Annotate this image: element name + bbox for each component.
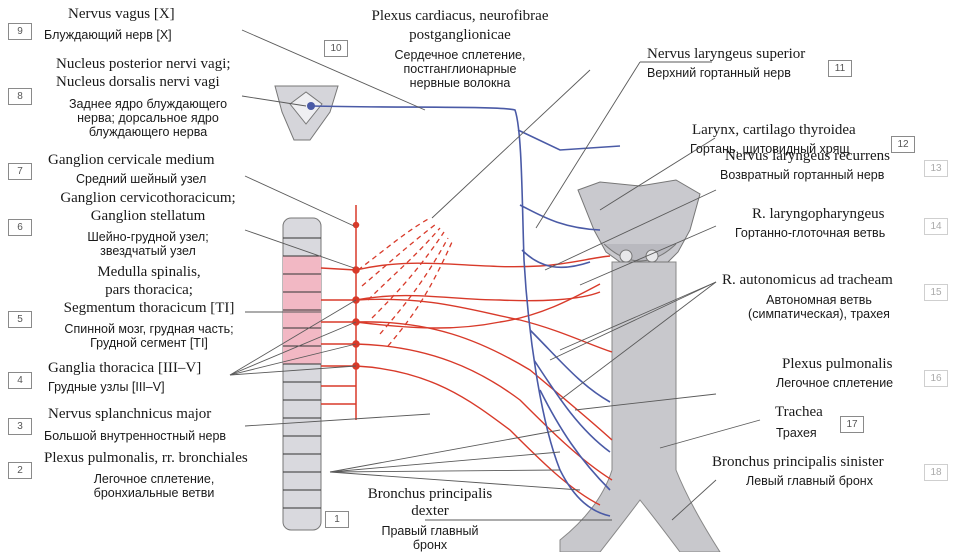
num-3: 3 — [8, 418, 32, 435]
brainstem-section — [275, 86, 338, 140]
num-1: 1 — [325, 511, 349, 528]
label-10-latin-2: postganglionicae — [340, 27, 580, 44]
label-2-russian-2: бронхиальные ветви — [44, 486, 264, 500]
label-4-russian: Грудные узлы [III–V] — [48, 380, 165, 394]
spinal-cord — [283, 218, 321, 530]
num-14: 14 — [924, 218, 948, 235]
label-8-latin-1: Nucleus posterior nervi vagi; — [56, 56, 231, 73]
label-10-russian-1: Сердечное сплетение, — [340, 48, 580, 62]
label-6-russian-1: Шейно-грудной узел; — [48, 230, 248, 244]
num-4: 4 — [8, 372, 32, 389]
label-8-latin-2: Nucleus dorsalis nervi vagi — [56, 74, 220, 91]
larynx — [578, 180, 700, 262]
label-5-russian-2: Грудной сегмент [TI] — [44, 336, 254, 350]
label-18-latin: Bronchus principalis sinister — [712, 454, 916, 471]
label-5-latin-1: Medulla spinalis, — [44, 264, 254, 281]
num-5: 5 — [8, 311, 32, 328]
label-13-russian: Возвратный гортанный нерв — [720, 168, 915, 182]
num-9: 9 — [8, 23, 32, 40]
num-11: 11 — [828, 60, 852, 77]
num-18: 18 — [924, 464, 948, 481]
label-1-latin-2: dexter — [350, 503, 510, 520]
num-13: 13 — [924, 160, 948, 177]
label-1-latin-1: Bronchus principalis — [350, 486, 510, 503]
label-6-russian-2: звездчатый узел — [48, 244, 248, 258]
label-1-russian-2: бронх — [350, 538, 510, 552]
label-6-latin-2: Ganglion stellatum — [48, 208, 248, 225]
label-3-latin: Nervus splanchnicus major — [48, 406, 211, 423]
num-17: 17 — [840, 416, 864, 433]
sympathetic-trunk — [321, 205, 359, 420]
label-5-latin-2: pars thoracica; — [44, 282, 254, 299]
label-5-russian-1: Спинной мозг, грудная часть; — [44, 322, 254, 336]
label-10-latin-1: Plexus cardiacus, neurofibrae — [340, 8, 580, 25]
label-11-russian: Верхний гортанный нерв — [647, 66, 791, 80]
num-8: 8 — [8, 88, 32, 105]
label-5-latin-3: Segmentum thoracicum [TI] — [44, 300, 254, 317]
label-16-latin: Plexus pulmonalis — [782, 356, 916, 373]
label-3-russian: Большой внутренностный нерв — [44, 429, 226, 443]
label-9-russian: Блуждающий нерв [X] — [44, 28, 172, 42]
sympathetic-fibers — [356, 256, 612, 505]
label-2-russian-1: Легочное сплетение, — [44, 472, 264, 486]
label-7-latin: Ganglion cervicale medium — [48, 152, 215, 169]
label-16-russian: Легочное сплетение — [776, 376, 916, 390]
label-2-latin: Plexus pulmonalis, rr. bronchiales — [44, 450, 248, 467]
label-12-latin: Larynx, cartilago thyroidea — [692, 122, 856, 139]
label-15-russian-1: Автономная ветвь — [722, 293, 916, 307]
label-1-russian-1: Правый главный — [350, 524, 510, 538]
label-14-latin: R. laryngopharyngeus — [752, 206, 884, 223]
num-7: 7 — [8, 163, 32, 180]
num-2: 2 — [8, 462, 32, 479]
label-17-latin: Trachea — [775, 404, 823, 421]
num-6: 6 — [8, 219, 32, 236]
label-10-russian-2: постганглионарные — [340, 62, 580, 76]
label-8-russian-1: Заднее ядро блуждающего — [48, 97, 248, 111]
trachea-bronchi — [560, 262, 720, 552]
label-6-latin-1: Ganglion cervicothoracicum; — [48, 190, 248, 207]
label-14-russian: Гортанно-глоточная ветвь — [735, 226, 915, 240]
label-10-russian-3: нервные волокна — [340, 76, 580, 90]
label-8-russian-3: блуждающего нерва — [48, 125, 248, 139]
label-11-latin: Nervus laryngeus superior — [647, 46, 805, 63]
label-4-latin: Ganglia thoracica [III–V] — [48, 360, 201, 377]
num-15: 15 — [924, 284, 948, 301]
label-18-russian: Левый главный бронх — [746, 474, 873, 488]
label-17-russian: Трахея — [776, 426, 817, 440]
label-15-russian-2: (симпатическая), трахея — [722, 307, 916, 321]
label-8-russian-2: нерва; дорсальное ядро — [48, 111, 248, 125]
label-13-latin: Nervus laryngeus recurrens — [725, 148, 915, 165]
num-16: 16 — [924, 370, 948, 387]
label-15-latin: R. autonomicus ad tracheam — [722, 272, 916, 289]
label-9-latin: Nervus vagus [X] — [68, 6, 175, 23]
label-7-russian: Средний шейный узел — [76, 172, 206, 186]
